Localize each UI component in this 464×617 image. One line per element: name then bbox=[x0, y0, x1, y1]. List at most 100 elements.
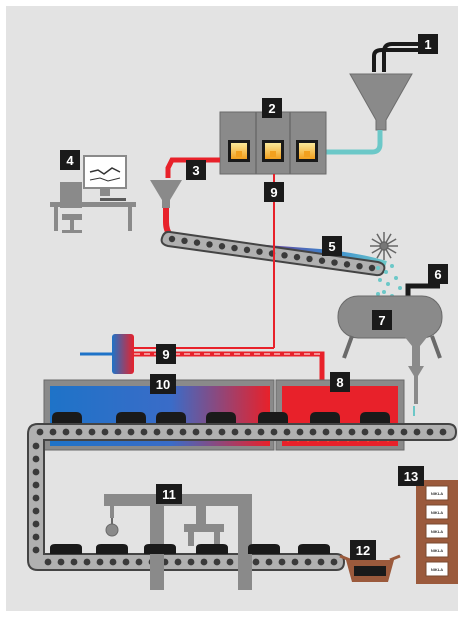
roller bbox=[335, 428, 343, 436]
roller bbox=[114, 428, 122, 436]
roller bbox=[75, 428, 83, 436]
label-3: 3 bbox=[186, 160, 206, 180]
package-box: NIKLA bbox=[425, 542, 449, 558]
roller bbox=[213, 558, 221, 566]
roller bbox=[244, 428, 252, 436]
roller bbox=[127, 428, 135, 436]
droplet bbox=[390, 264, 394, 268]
roller bbox=[166, 428, 174, 436]
roller bbox=[309, 428, 317, 436]
roller bbox=[122, 558, 130, 566]
roller bbox=[270, 428, 278, 436]
main-conveyor bbox=[27, 423, 458, 571]
label-3-text: 3 bbox=[192, 163, 199, 178]
roller bbox=[387, 428, 395, 436]
computer-workstation-icon bbox=[50, 155, 136, 233]
roller bbox=[231, 428, 239, 436]
droplet bbox=[384, 270, 388, 274]
roller bbox=[368, 264, 376, 272]
roller bbox=[257, 428, 265, 436]
roller bbox=[187, 558, 195, 566]
funnel-icon bbox=[349, 73, 413, 131]
roller bbox=[218, 243, 226, 250]
roller bbox=[49, 428, 57, 436]
roller bbox=[32, 455, 40, 463]
label-1-text: 1 bbox=[424, 37, 431, 52]
label-1: 1 bbox=[418, 34, 438, 54]
roller bbox=[252, 558, 260, 566]
product-tray bbox=[156, 412, 186, 424]
roller bbox=[44, 558, 52, 566]
label-6-text: 6 bbox=[434, 267, 441, 282]
label-9-left: 9 bbox=[156, 344, 176, 364]
press-station bbox=[104, 494, 252, 590]
feed-pipe-inner bbox=[372, 48, 438, 72]
roller bbox=[174, 558, 182, 566]
chair-seat bbox=[62, 214, 82, 220]
roller bbox=[231, 244, 238, 252]
keyboard bbox=[100, 198, 126, 201]
roller bbox=[293, 253, 301, 261]
product-tray bbox=[50, 544, 82, 554]
label-9-top-text: 9 bbox=[270, 185, 277, 200]
product-tray bbox=[96, 544, 128, 554]
label-9-left-text: 9 bbox=[162, 347, 169, 362]
main-belt bbox=[27, 423, 458, 571]
roller bbox=[296, 428, 304, 436]
roller bbox=[400, 428, 408, 436]
roller bbox=[348, 428, 356, 436]
roller bbox=[283, 428, 291, 436]
sun-spray bbox=[370, 232, 402, 310]
product-tray bbox=[52, 412, 82, 424]
droplet bbox=[394, 276, 398, 280]
package-label: NIKLA bbox=[431, 529, 443, 534]
product-row-bottom bbox=[50, 544, 330, 554]
small-funnel-icon bbox=[150, 180, 182, 208]
label-10: 10 bbox=[150, 374, 176, 394]
package-box: NIKLA bbox=[425, 523, 449, 539]
package-stack: NIKLA NIKLA NIKLA NIKLA NIKLA bbox=[425, 485, 449, 577]
product-tray bbox=[248, 544, 280, 554]
roller bbox=[226, 558, 234, 566]
roller bbox=[96, 558, 104, 566]
roller bbox=[200, 558, 208, 566]
roller bbox=[374, 428, 382, 436]
label-7: 7 bbox=[372, 310, 392, 330]
product-tray bbox=[196, 544, 228, 554]
workstation-tower bbox=[60, 182, 82, 208]
roller bbox=[179, 428, 187, 436]
label-4: 4 bbox=[60, 150, 80, 170]
droplet bbox=[386, 282, 390, 286]
roller bbox=[32, 520, 40, 528]
droplet bbox=[376, 292, 380, 296]
droplet bbox=[398, 286, 402, 290]
feed-hopper bbox=[326, 42, 438, 155]
label-8-text: 8 bbox=[336, 375, 343, 390]
stamp-roller bbox=[105, 523, 119, 537]
product-tray bbox=[144, 544, 176, 554]
label-9-top: 9 bbox=[264, 182, 284, 202]
label-11: 11 bbox=[156, 484, 182, 504]
product-tray bbox=[206, 412, 236, 424]
storage-shelf: NIKLA NIKLA NIKLA NIKLA NIKLA bbox=[416, 480, 458, 584]
tank-outlet-pipe bbox=[405, 283, 440, 298]
label-2-text: 2 bbox=[268, 101, 275, 116]
roller bbox=[256, 248, 263, 255]
label-5: 5 bbox=[322, 236, 342, 256]
package-label: NIKLA bbox=[431, 567, 443, 572]
roller bbox=[413, 428, 421, 436]
package-box: NIKLA bbox=[425, 561, 449, 577]
package-box: NIKLA bbox=[425, 504, 449, 520]
roller bbox=[243, 246, 251, 254]
roller bbox=[192, 428, 200, 436]
product-tray bbox=[116, 412, 146, 424]
roller bbox=[168, 235, 176, 243]
package-label: NIKLA bbox=[431, 491, 443, 496]
product-tray bbox=[310, 412, 340, 424]
label-13-text: 13 bbox=[404, 469, 418, 484]
tank-drain bbox=[404, 336, 428, 366]
roller bbox=[36, 428, 44, 436]
roller bbox=[306, 255, 313, 263]
roller bbox=[331, 259, 338, 266]
